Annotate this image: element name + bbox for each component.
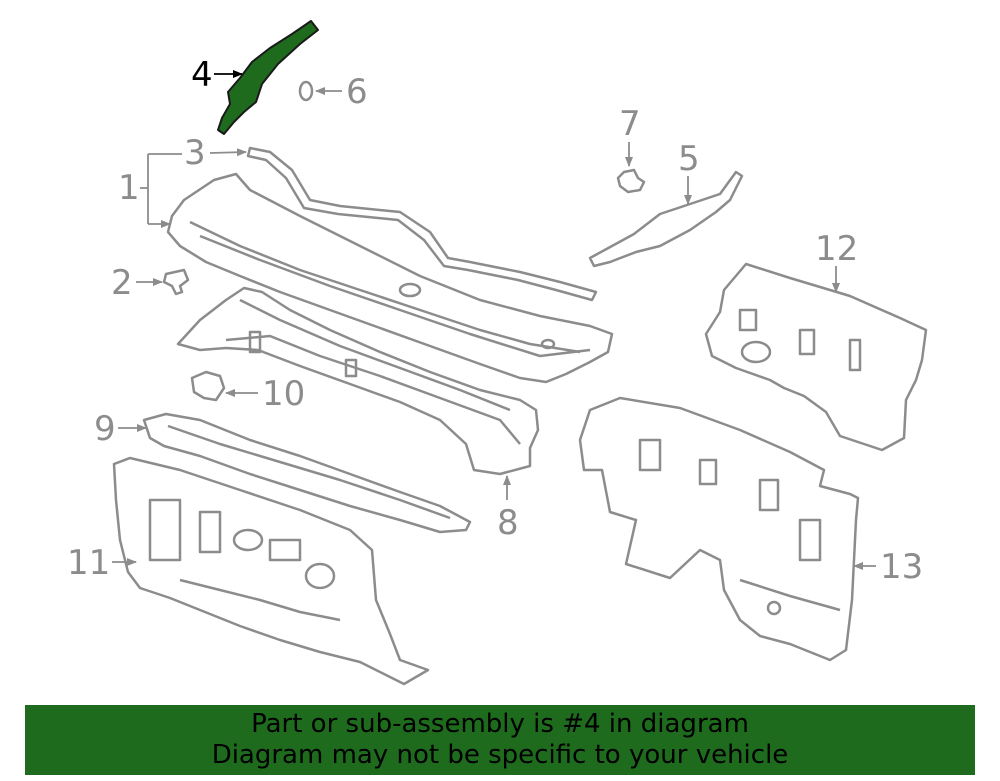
callout-9: 9: [94, 409, 116, 449]
part-9-dash-reinforcement: [142, 412, 472, 534]
part-10-insulator: [190, 370, 226, 402]
leader-3: [209, 148, 247, 157]
callout-12: 12: [815, 229, 859, 269]
callout-11: 11: [67, 543, 111, 583]
part-3-weatherstrip: [246, 146, 598, 302]
callout-13: 13: [880, 547, 924, 587]
part-13-dash-insulator: [578, 396, 860, 662]
callout-8: 8: [497, 503, 519, 543]
part-4-seal: [217, 20, 319, 135]
callout-6: 6: [346, 72, 368, 112]
part-11-dash-panel: [112, 456, 430, 686]
callout-10: 10: [262, 374, 306, 414]
part-7-clip: [616, 168, 646, 194]
parts-diagram: [112, 20, 928, 686]
callout-2: 2: [111, 263, 133, 303]
banner-line-1: Part or sub-assembly is #4 in diagram: [251, 709, 749, 739]
callout-7: 7: [619, 104, 641, 144]
info-banner: Part or sub-assembly is #4 in diagram Di…: [25, 705, 975, 775]
part-8-cowl-reinforcement: [176, 286, 540, 476]
banner-line-2: Diagram may not be specific to your vehi…: [211, 740, 789, 770]
part-6-grommet: [298, 80, 314, 102]
callout-5: 5: [678, 139, 700, 179]
part-1-cowl-panel: [166, 172, 614, 384]
part-12-dash-insulator: [704, 262, 928, 452]
part-2-clip: [162, 268, 190, 296]
callout-3: 3: [184, 133, 206, 173]
callout-4: 4: [191, 55, 213, 95]
callout-1: 1: [118, 168, 140, 208]
part-5-bracket: [588, 170, 744, 268]
